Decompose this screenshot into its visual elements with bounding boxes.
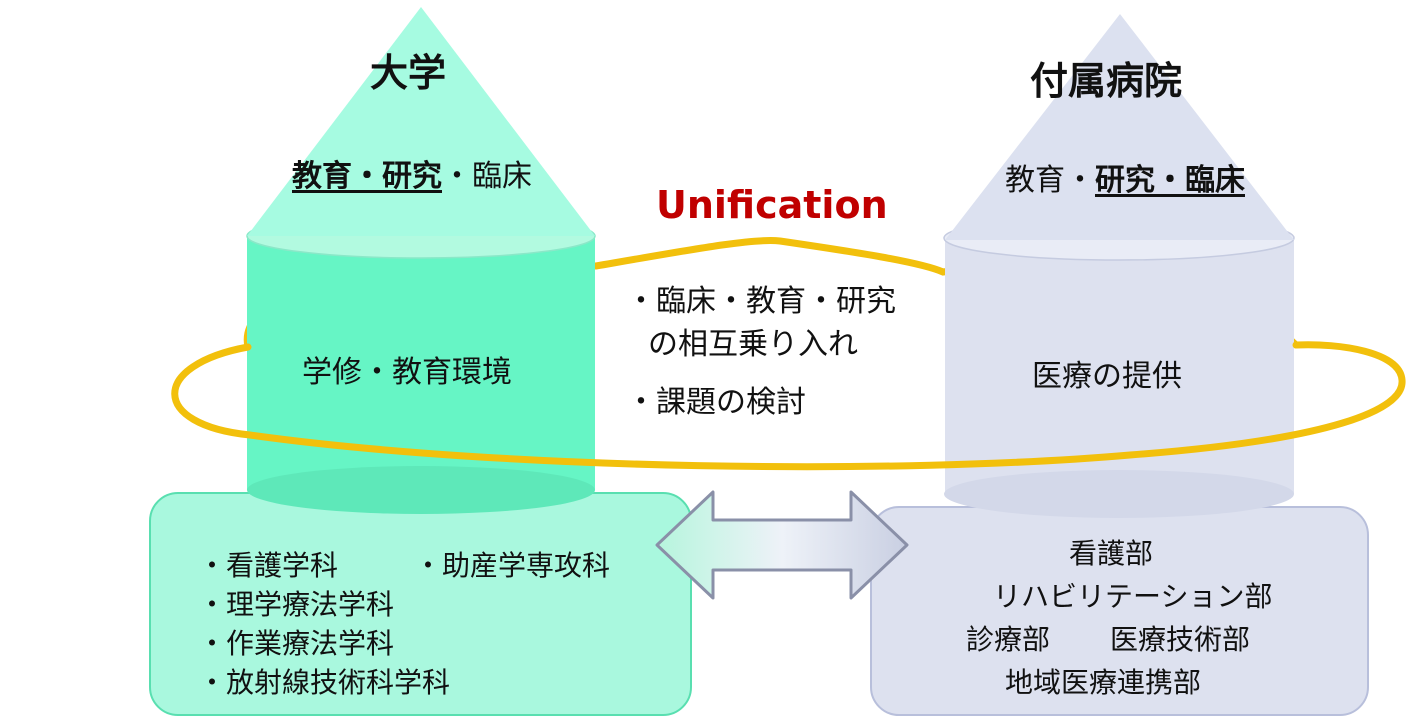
unification-point: ・臨床・教育・研究 — [626, 284, 896, 319]
list-item: ・放射線技術科学科 — [198, 666, 451, 699]
hospital-dept-nursing: 看護部 — [1069, 537, 1154, 570]
university-roles-weak: ・臨床 — [442, 159, 532, 194]
unification-title: Unification — [656, 183, 888, 227]
unification-point: の相互乗り入れ — [648, 327, 858, 362]
university-title: 大学 — [370, 51, 447, 95]
hospital-dept-clinical: 診療部 — [966, 623, 1051, 656]
university-cylinder — [246, 213, 596, 514]
list-item: ・理学療法学科 — [198, 588, 395, 621]
hospital-dept-community: 地域医療連携部 — [1005, 666, 1202, 699]
hospital-dept-rehab: リハビリテーション部 — [993, 580, 1273, 613]
hospital-roles: 教育・研究・臨床 — [1005, 166, 1245, 196]
hospital-core-label: 医療の提供 — [1032, 359, 1182, 394]
list-item: ・作業療法学科 — [198, 627, 395, 660]
exchange-arrow — [655, 490, 909, 600]
university-core-label: 学修・教育環境 — [302, 355, 512, 390]
unification-ring-front — [171, 341, 1406, 471]
university-department-list: ・看護学科 ・理学療法学科 ・作業療法学科 ・放射線技術科学科 — [198, 552, 450, 708]
list-item: ・看護学科 — [198, 549, 339, 582]
hospital-dept-medtech: 医療技術部 — [1110, 623, 1251, 656]
university-roles-strong: 教育・研究 — [292, 159, 442, 194]
hospital-roles-strong: 研究・臨床 — [1095, 163, 1245, 198]
hospital-title: 付属病院 — [1030, 59, 1183, 103]
university-roles: 教育・研究・臨床 — [292, 162, 532, 192]
hospital-roles-weak: 教育・ — [1005, 163, 1095, 198]
university-department-midwifery: ・助産学専攻科 — [414, 549, 611, 582]
hospital-roof — [945, 14, 1294, 240]
unification-point: ・課題の検討 — [626, 385, 806, 420]
university-roof — [247, 7, 595, 236]
